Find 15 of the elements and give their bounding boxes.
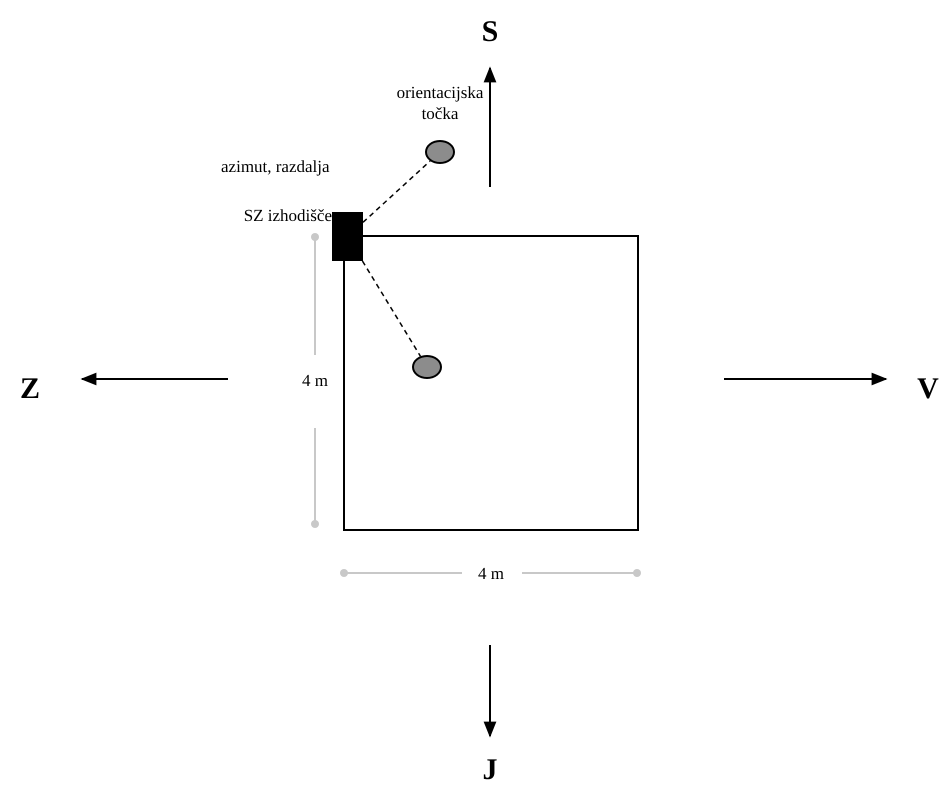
origin-marker [332, 212, 363, 261]
point-marker [425, 140, 455, 164]
compass-letter: Z [20, 372, 40, 406]
compass-letter: J [482, 753, 498, 785]
dashed-line [362, 160, 431, 223]
edge-label: azimut, razdalja [221, 157, 330, 177]
dashed-line [362, 260, 422, 357]
compass-letter: S [482, 15, 498, 49]
node-caption: orientacijska točka [396, 82, 484, 124]
dimension-label: 4 m [478, 564, 504, 584]
node-caption: SZ izhodišče [242, 205, 332, 226]
plot-square [343, 235, 639, 531]
point-marker [412, 355, 442, 379]
compass-letter: V [917, 372, 939, 406]
dimension-label: 4 m [302, 371, 328, 391]
